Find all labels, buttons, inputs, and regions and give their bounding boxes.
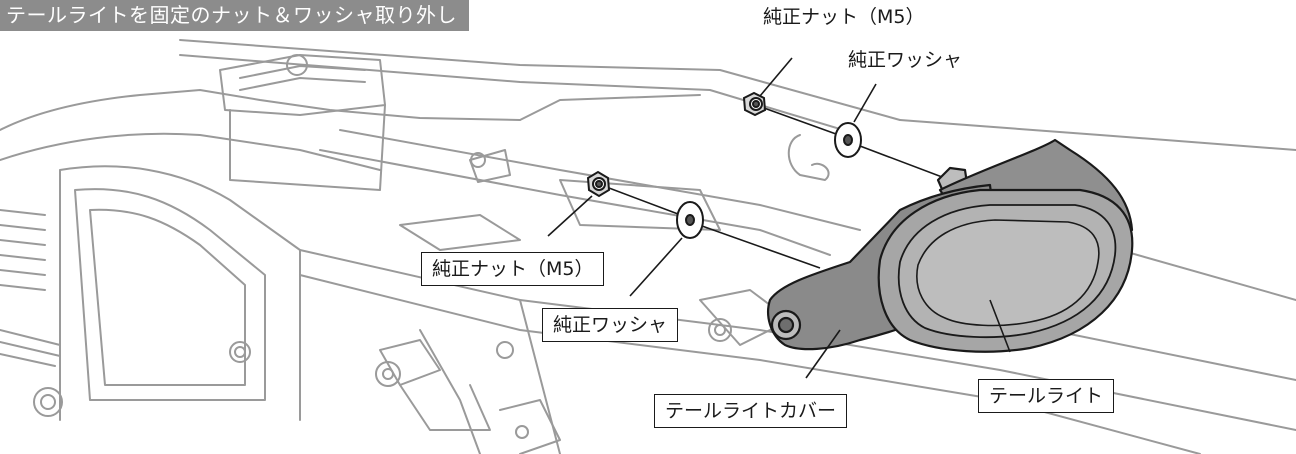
hardware-parts — [586, 91, 862, 239]
frame-line-art — [0, 39, 1296, 454]
callout-nut-lower: 純正ナット（M5） — [421, 252, 605, 286]
callout-tail-light: テールライト — [978, 379, 1115, 413]
callout-washer-lower: 純正ワッシャ — [542, 308, 679, 342]
upper-washer — [834, 122, 862, 158]
tail-light-assembly — [767, 138, 1134, 353]
lower-washer — [676, 201, 704, 239]
callout-tail-light-cover: テールライトカバー — [654, 394, 848, 428]
lower-nut — [586, 170, 611, 198]
callout-washer-upper: 純正ワッシャ — [845, 48, 966, 72]
upper-nut — [742, 91, 767, 117]
explode-lines — [608, 107, 951, 269]
callout-nut-upper: 純正ナット（M5） — [760, 5, 928, 29]
title-banner: テールライトを固定のナット＆ワッシャ取り外し — [0, 0, 469, 31]
leader-lines — [547, 57, 1011, 379]
